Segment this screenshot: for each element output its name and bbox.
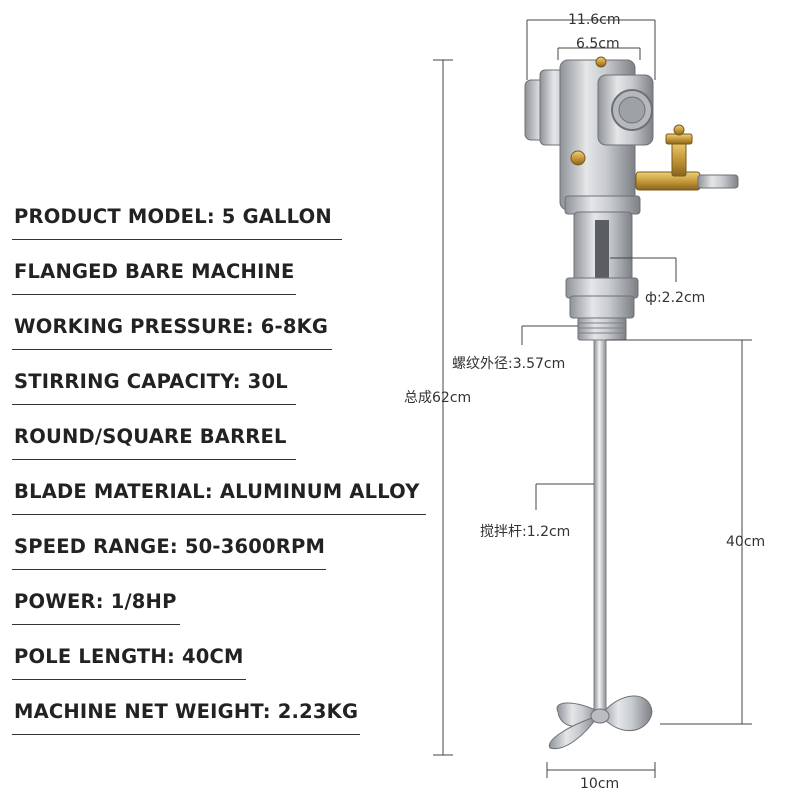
dim-inner-width: 6.5cm (576, 36, 620, 52)
propeller-blade (548, 695, 653, 750)
spec-stirring-capacity: STIRRING CAPACITY: 30L (14, 370, 288, 393)
motor-housing (524, 56, 654, 215)
dimension-lines (433, 19, 752, 778)
dim-rod-length: 40cm (726, 534, 766, 550)
flange-neck (565, 211, 639, 341)
spec-barrel-type: ROUND/SQUARE BARREL (14, 425, 287, 448)
spec-flanged-bare-machine: FLANGED BARE MACHINE (14, 260, 295, 283)
dim-thread-diameter: 螺纹外径:3.57cm (452, 356, 566, 372)
divider (12, 734, 360, 735)
divider (12, 239, 342, 240)
dim-total-height: 总成62cm (404, 390, 472, 406)
divider (12, 569, 326, 570)
dim-rod-diameter: 搅拌杆:1.2cm (480, 524, 571, 540)
spec-power: POWER: 1/8HP (14, 590, 177, 613)
divider (12, 679, 246, 680)
spec-product-model: PRODUCT MODEL: 5 GALLON (14, 205, 332, 228)
dim-neck-diameter: ф:2.2cm (645, 290, 706, 306)
divider (12, 349, 332, 350)
dim-top-width: 11.6cm (568, 12, 621, 28)
spec-net-weight: MACHINE NET WEIGHT: 2.23KG (14, 700, 359, 723)
stirring-rod (593, 339, 607, 713)
spec-working-pressure: WORKING PRESSURE: 6-8KG (14, 315, 329, 338)
divider (12, 294, 296, 295)
spec-speed-range: SPEED RANGE: 50-3600RPM (14, 535, 326, 558)
spec-blade-material: BLADE MATERIAL: ALUMINUM ALLOY (14, 480, 420, 503)
spec-pole-length: POLE LENGTH: 40CM (14, 645, 244, 668)
dim-blade-width: 10cm (580, 776, 620, 792)
divider (12, 404, 296, 405)
air-valve (635, 124, 739, 191)
divider (12, 624, 180, 625)
divider (12, 514, 426, 515)
divider (12, 459, 296, 460)
